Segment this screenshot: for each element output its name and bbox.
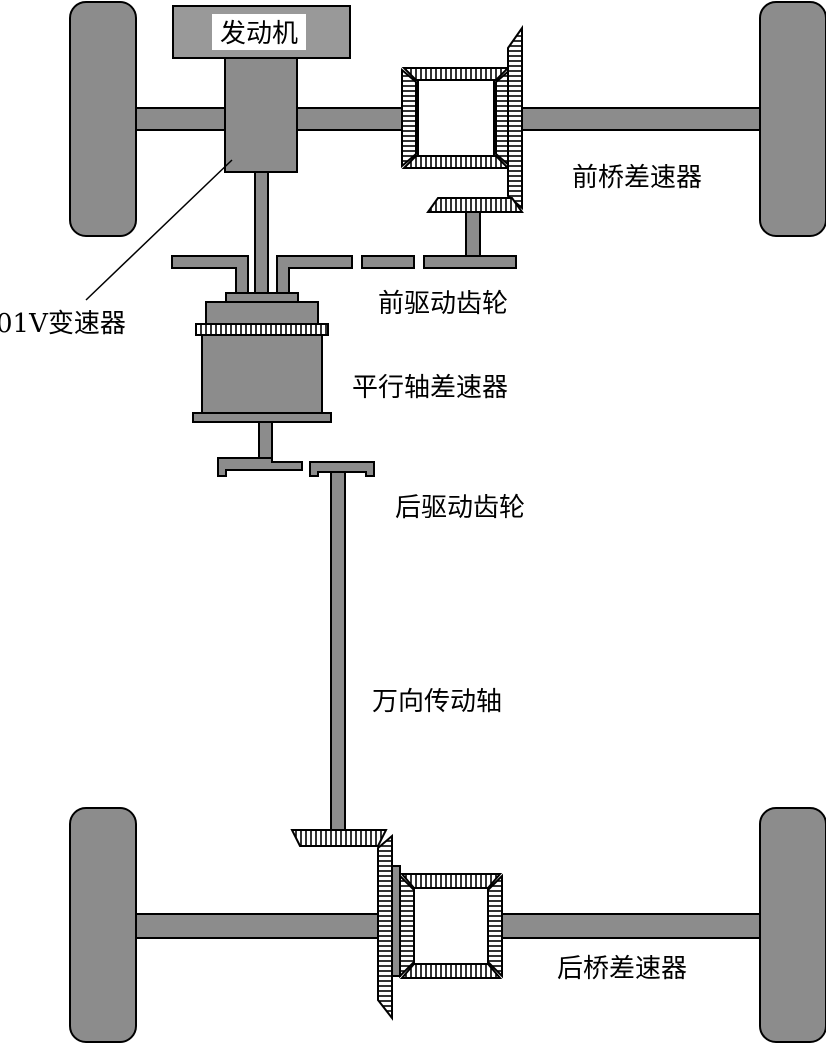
rear-diff-core — [413, 887, 489, 965]
center-diff-housing — [201, 334, 323, 414]
rear-drive-right-flange — [309, 461, 375, 477]
front-drive-gear-label: 前驱动齿轮 — [378, 289, 508, 319]
front-diff-gear-left — [401, 67, 417, 169]
center-diff-base — [192, 412, 332, 423]
front-drive-coupler — [361, 255, 415, 269]
front-drive-right-flange — [276, 255, 353, 297]
rear-drive-linkage — [217, 457, 375, 477]
front-pinion-gear — [426, 197, 524, 213]
front-diff-gear-top — [401, 67, 511, 81]
front-drive-gear-shaft — [423, 255, 517, 269]
propeller-shaft — [330, 471, 346, 833]
prop-shaft-label: 万向传动轴 — [372, 687, 502, 717]
rear-diff-label: 后桥差速器 — [557, 954, 687, 984]
front-drive-linkage — [171, 255, 517, 297]
front-differential — [401, 24, 524, 259]
front-diff-core — [417, 79, 495, 157]
rear-drive-gear-label: 后驱动齿轮 — [395, 493, 525, 523]
center-diff-top-flange — [205, 301, 319, 325]
center-differential — [192, 292, 332, 463]
rear-diff-gear-top — [399, 873, 503, 889]
engine-label-box — [212, 14, 306, 50]
center-diff-teeth — [195, 323, 329, 336]
rear-differential — [290, 829, 503, 1021]
front-pinion-shaft — [465, 211, 481, 259]
center-diff-output-shaft — [258, 421, 273, 463]
front-diff-label: 前桥差速器 — [572, 163, 702, 193]
front-left-wheel — [69, 1, 137, 237]
engine-block: 发动机 — [172, 5, 351, 173]
rear-ring-gear — [377, 833, 393, 1021]
rear-right-wheel — [759, 807, 826, 1043]
rear-diff-gear-left — [399, 873, 415, 979]
transmission-body — [224, 55, 298, 173]
rear-drive-left-flange — [217, 457, 303, 477]
rear-left-wheel — [69, 807, 137, 1043]
engine-label: 发动机 — [220, 19, 298, 49]
front-right-wheel — [759, 1, 826, 237]
rear-ring-hub — [391, 865, 401, 977]
transmission-output-shaft — [254, 171, 269, 297]
rear-diff-gear-right — [487, 873, 503, 979]
front-ring-gear — [507, 24, 523, 211]
transmission-leader-line — [85, 159, 233, 301]
front-diff-gear-bottom — [401, 155, 511, 169]
rear-diff-gear-bottom — [399, 963, 503, 979]
transmission-label: 01V变速器 — [0, 309, 126, 339]
rear-pinion-gear — [290, 829, 388, 847]
front-drive-left-flange — [171, 255, 249, 297]
center-diff-label: 平行轴差速器 — [352, 373, 508, 403]
